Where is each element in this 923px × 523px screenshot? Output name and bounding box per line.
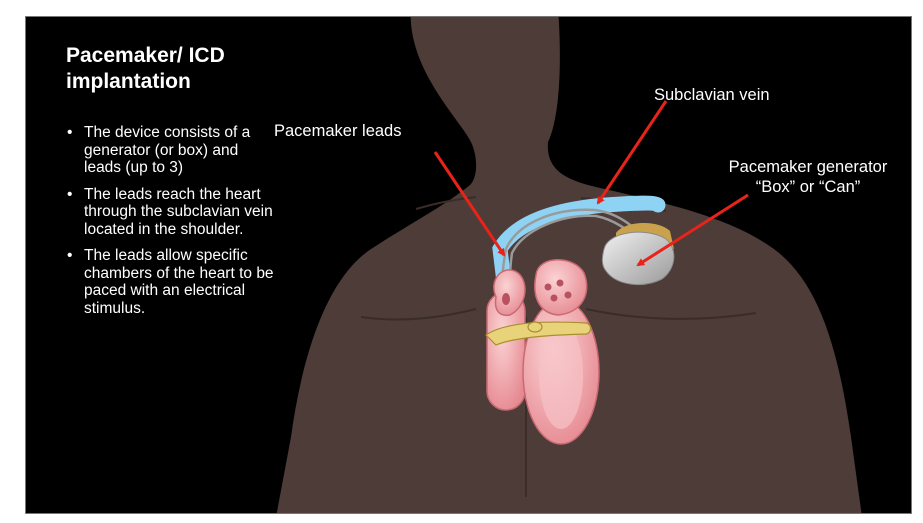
bullet-list: • The device consists of a generator (or… xyxy=(64,124,274,326)
label-pacemaker-leads: Pacemaker leads xyxy=(274,121,401,141)
bullet-item: • The leads reach the heart through the … xyxy=(64,186,274,239)
slide-title: Pacemaker/ ICD implantation xyxy=(66,43,306,95)
label-generator-line-2: “Box” or “Can” xyxy=(702,177,912,197)
bullet-glyph: • xyxy=(67,186,72,204)
label-subclavian-vein: Subclavian vein xyxy=(654,85,770,105)
label-generator-line-1: Pacemaker generator xyxy=(702,157,912,177)
bullet-text: The leads reach the heart through the su… xyxy=(84,186,273,238)
arrow-subclavian-vein xyxy=(598,101,666,203)
bullet-text: The leads allow specific chambers of the… xyxy=(84,247,274,317)
bullet-glyph: • xyxy=(67,247,72,265)
label-pacemaker-generator: Pacemaker generator “Box” or “Can” xyxy=(702,157,912,197)
bullet-item: • The device consists of a generator (or… xyxy=(64,124,274,177)
bullet-item: • The leads allow specific chambers of t… xyxy=(64,247,274,317)
bullet-glyph: • xyxy=(67,124,72,142)
bullet-text: The device consists of a generator (or b… xyxy=(84,124,250,176)
slide: Pacemaker/ ICD implantation • The device… xyxy=(25,16,912,514)
